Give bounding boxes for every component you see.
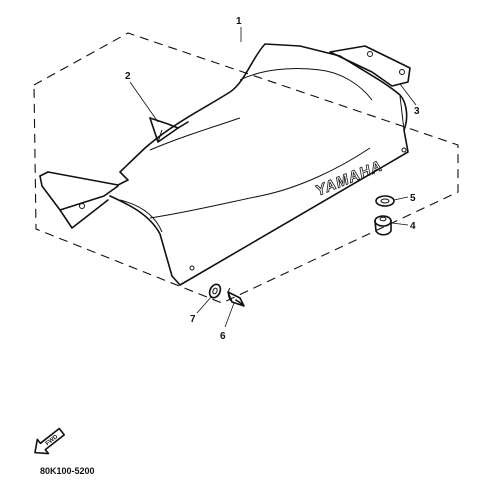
part-code: 80K100-5200 (40, 466, 95, 476)
callout-6: 6 (220, 331, 226, 342)
seat-bracket (149, 117, 189, 143)
callout-3-leader (399, 83, 417, 106)
nut-part-5 (375, 195, 395, 207)
callout-3: 3 (414, 106, 420, 117)
callout-6-leader (224, 302, 235, 328)
washer-part-7 (208, 283, 222, 299)
callout-7: 7 (190, 314, 196, 325)
callout-2-leader (129, 81, 159, 123)
callout-7-leader (196, 295, 213, 314)
callout-4: 4 (410, 221, 416, 232)
assembly-boundary (33, 32, 459, 304)
callout-2: 2 (125, 71, 131, 82)
grommet-part-4 (374, 215, 392, 236)
assembly-callout: 1 (236, 16, 242, 27)
seat-brand-marking: YAMAHA (313, 157, 385, 199)
callout-5: 5 (410, 193, 416, 204)
forward-arrow-icon: FWD (34, 427, 66, 455)
screw-part-6 (227, 287, 245, 307)
callout-5-leader (393, 196, 409, 201)
callout-4-leader (391, 222, 409, 226)
seat (39, 43, 411, 286)
